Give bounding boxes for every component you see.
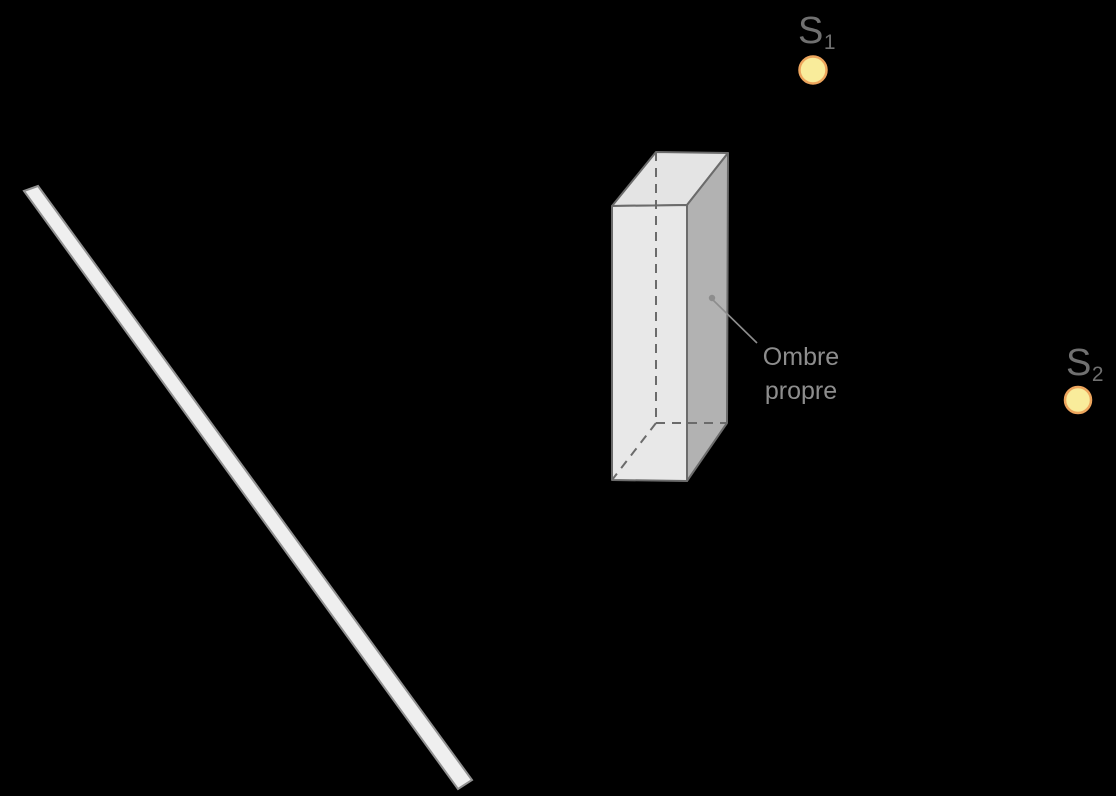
box-front-face <box>611 204 688 482</box>
box-shadow-face <box>686 152 729 482</box>
hidden-edge-bottom-diagonal <box>611 422 657 481</box>
label-s2-base: S <box>1066 342 1092 384</box>
light-source-s2-icon <box>1063 385 1093 415</box>
screen-panel <box>22 184 474 791</box>
light-source-s1-icon <box>798 55 828 85</box>
annotation-own-shadow-line2: propre <box>764 377 838 405</box>
annotation-own-shadow: Ombre propre <box>746 340 856 408</box>
annotation-leader-line <box>712 299 758 344</box>
label-s2-sub: 2 <box>1091 362 1104 386</box>
label-s2: S2 <box>1066 342 1104 385</box>
label-s1-sub: 1 <box>823 30 836 54</box>
label-s1: S1 <box>798 10 836 53</box>
label-s1-base: S <box>798 10 824 52</box>
annotation-own-shadow-line1: Ombre <box>762 343 840 371</box>
